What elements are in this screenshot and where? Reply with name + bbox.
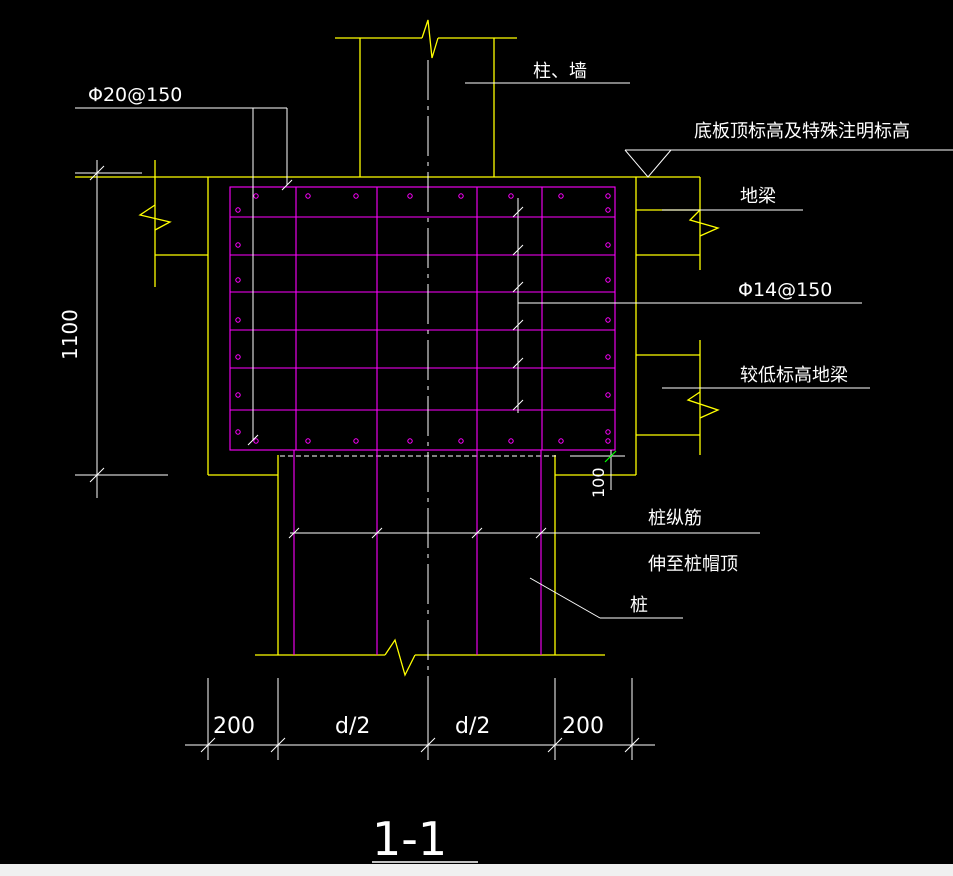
- dim-left-offset: 200: [213, 714, 255, 739]
- rebar-dots: [235, 193, 611, 444]
- dim-embed: 100: [589, 467, 608, 498]
- leader-lines: [75, 60, 953, 863]
- label-slab-top-elevation: 底板顶标高及特殊注明标高: [694, 121, 910, 142]
- rebar-cage: [229, 186, 616, 655]
- label-ground-beam: 地梁: [740, 186, 776, 207]
- label-lower-ground-beam: 较低标高地梁: [740, 365, 848, 386]
- label-pile: 桩: [630, 595, 648, 616]
- dim-right-offset: 200: [562, 714, 604, 739]
- dim-half-d-right: d/2: [455, 714, 490, 739]
- section-title: 1-1: [372, 812, 447, 866]
- dim-height: 1100: [58, 309, 82, 360]
- label-column-wall: 柱、墙: [533, 61, 587, 82]
- bottom-strip: [0, 864, 953, 876]
- cover-marker: [604, 450, 617, 463]
- leader-ticks: [247, 179, 547, 539]
- dim-half-d-left: d/2: [335, 714, 370, 739]
- label-top-rebar: Φ20@150: [88, 84, 182, 106]
- label-pile-long-rebar: 桩纵筋: [648, 508, 702, 529]
- concrete-outline: [75, 19, 720, 677]
- label-side-rebar: Φ14@150: [738, 279, 832, 301]
- label-extend-to-cap-top: 伸至桩帽顶: [648, 554, 738, 575]
